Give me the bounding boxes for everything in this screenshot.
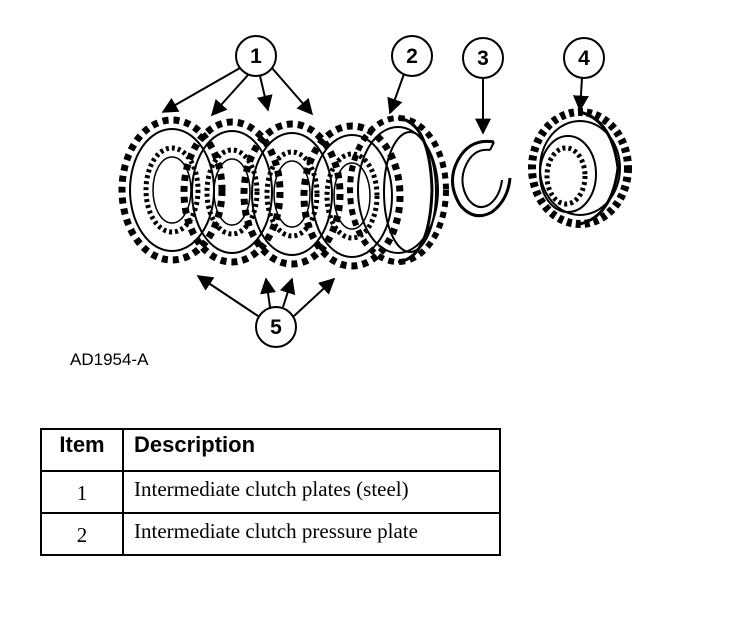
arrow-5d — [293, 277, 336, 317]
steel-plate-2 — [180, 118, 284, 266]
arrow-2 — [387, 73, 405, 115]
callout-4: 4 — [563, 37, 605, 79]
arrow-1c — [256, 75, 273, 112]
pressure-plate — [347, 115, 449, 265]
steel-clutch-plates — [118, 116, 404, 270]
arrow-5b — [260, 277, 276, 308]
parts-table: Item Description 1 Intermediate clutch p… — [40, 428, 501, 556]
gear-hub — [528, 108, 632, 228]
arrow-1a — [161, 67, 241, 113]
callout-5-label: 5 — [270, 316, 282, 339]
callout-3-label: 3 — [477, 47, 489, 70]
table-row: 2 Intermediate clutch pressure plate — [40, 512, 501, 556]
callout-5: 5 — [255, 306, 297, 348]
snap-ring — [451, 139, 512, 218]
callout-2-label: 2 — [406, 45, 418, 68]
figure-code: AD1954-A — [70, 350, 149, 369]
callout-3: 3 — [462, 37, 504, 79]
leader-arrows — [161, 67, 589, 317]
table-header-row: Item Description — [40, 428, 501, 472]
header-description: Description — [122, 428, 501, 472]
item-number: 2 — [40, 512, 124, 556]
arrow-1b — [210, 74, 249, 117]
callout-2: 2 — [391, 35, 433, 77]
callout-4-label: 4 — [578, 47, 590, 70]
item-number: 1 — [40, 470, 124, 514]
item-description: Intermediate clutch plates (steel) — [122, 470, 501, 514]
arrow-4 — [572, 77, 589, 112]
table-row: 1 Intermediate clutch plates (steel) — [40, 470, 501, 514]
arrow-5a — [196, 275, 259, 317]
arrow-1d — [271, 67, 314, 116]
steel-plate-3 — [240, 120, 344, 268]
callout-1: 1 — [235, 35, 277, 77]
header-item: Item — [40, 428, 124, 472]
callout-1-label: 1 — [250, 45, 262, 68]
clutch-exploded-diagram: 1 2 3 4 5 — [118, 35, 632, 348]
steel-plate-4 — [300, 122, 404, 270]
item-description: Intermediate clutch pressure plate — [122, 512, 501, 556]
arrow-5c — [279, 277, 296, 308]
